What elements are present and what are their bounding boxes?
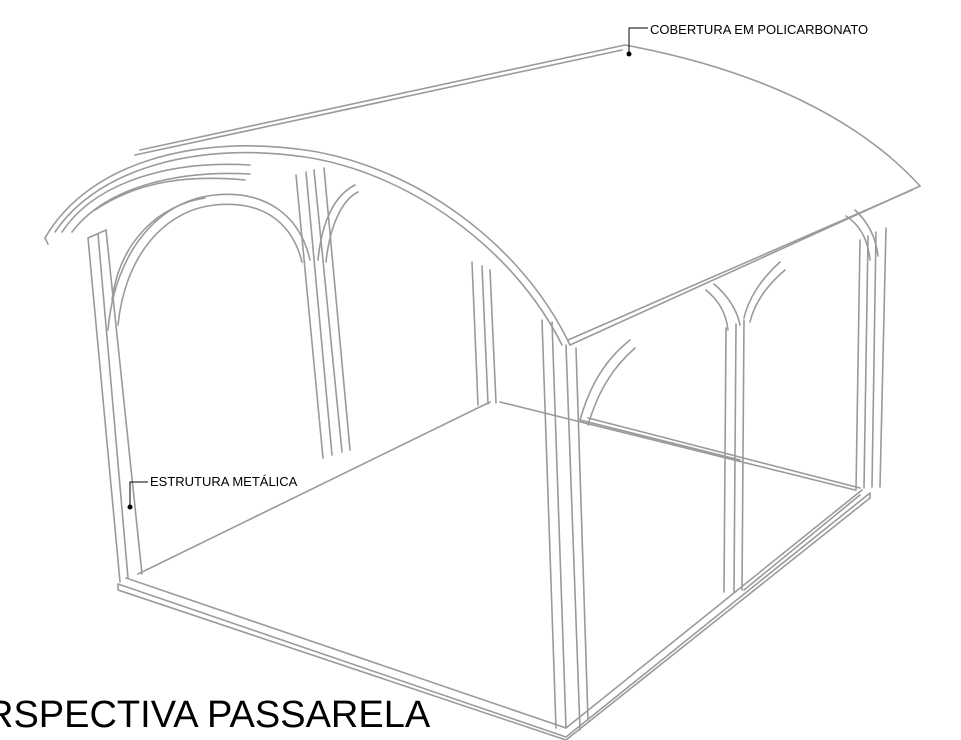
leader-line-roof (628, 27, 648, 52)
leader-line-structure (129, 481, 148, 506)
structure-annotation-label: ESTRUTURA METÁLICA (150, 474, 298, 489)
roof-cover (44, 44, 921, 346)
post-back-left (471, 261, 497, 406)
roof-annotation-label: COBERTURA EM POLICARBONATO (650, 22, 869, 37)
post-front-right (541, 319, 636, 731)
arch-front-left (107, 193, 311, 331)
post-back-right (845, 209, 887, 491)
post-mid-left (295, 167, 359, 459)
post-mid-right (705, 261, 786, 593)
side-rails (587, 417, 861, 591)
floor-slab (117, 401, 871, 740)
drawing-title: RSPECTIVA PASSARELA (0, 694, 431, 736)
leader-dot-roof (626, 51, 632, 57)
post-front-left (87, 229, 143, 583)
leader-dot-structure (127, 504, 133, 510)
